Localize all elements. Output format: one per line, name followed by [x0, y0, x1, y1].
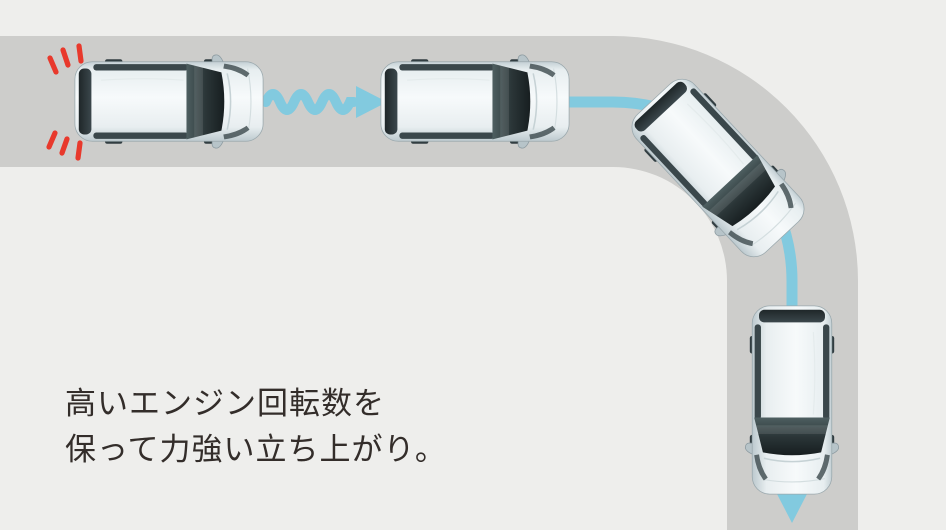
caption-line-2: 保って力強い立ち上がり。 [65, 432, 447, 468]
caption: 高いエンジン回転数を 保って力強い立ち上がり。 [65, 381, 447, 473]
car-accelerating-icon [74, 54, 264, 149]
wavy-acceleration-arrow [261, 86, 387, 118]
car-straight-icon [380, 54, 570, 149]
caption-line-1: 高いエンジン回転数を [65, 386, 385, 422]
road [0, 36, 858, 530]
engine-power-burst-icon [46, 43, 84, 161]
car-corner-exit-icon [744, 305, 840, 495]
